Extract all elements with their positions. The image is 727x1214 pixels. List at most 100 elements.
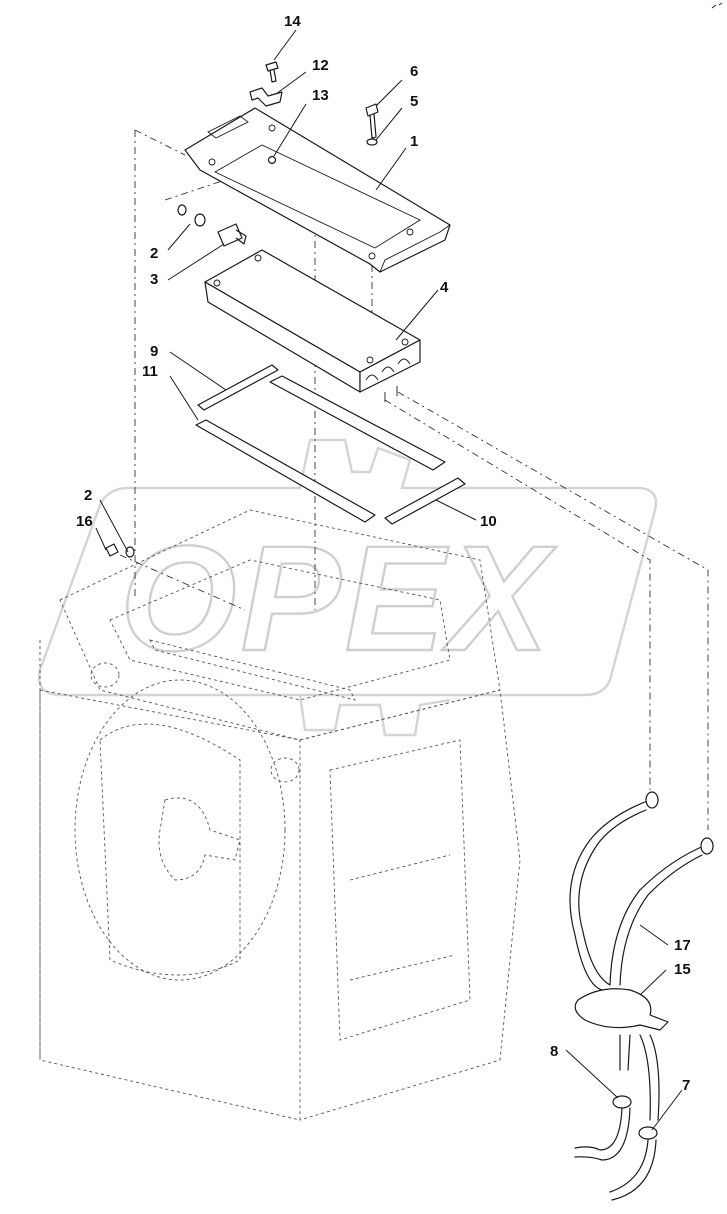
housing-bore [74,679,286,981]
cover-plate-tab-left [207,115,249,139]
callout-15: 15 [674,961,691,978]
fasteners [105,61,379,558]
harness-tail-left [574,1107,623,1151]
cover-plate-hole-c [406,228,414,236]
callout-14: 14 [284,13,301,30]
callout-6: 6 [410,63,418,80]
strip-10 [384,477,466,525]
housing-side-face [299,689,521,1121]
seal-strips [195,364,466,525]
control-box-connectors [365,358,411,381]
washer-2-bottom [125,546,135,558]
leader-11 [169,375,199,421]
cover-plate-window [214,144,421,249]
callout-17: 17 [674,937,691,954]
housing-top-inner [109,559,451,701]
callout-8: 8 [550,1043,558,1060]
callout-11: 11 [142,363,158,380]
harness-tail-left-2 [574,1107,631,1161]
watermark-gear-outline [38,438,658,697]
housing-slot [149,639,356,701]
leader-12 [275,71,307,95]
callout-leaders [95,29,683,1131]
leader-16 [95,527,107,551]
harness-wire-17a [569,799,651,991]
centerline-wire-b [397,391,709,830]
strip-9 [197,364,279,411]
harness-lower-right [639,1034,651,1121]
leader-9 [169,351,227,391]
grommet-7 [638,1126,658,1140]
leader-17 [639,924,669,946]
harness-wire-17b [609,844,707,986]
control-box-hole-d [401,338,409,346]
wiring-harness [569,791,714,1201]
housing-ghost [39,509,521,1121]
callout-3: 3 [150,271,158,288]
opex-watermark: OPEX [38,438,658,737]
callout-12: 12 [312,57,329,74]
housing-bore-ring [99,723,241,976]
centerline-screw-16 [119,554,246,611]
leader-6 [375,79,403,107]
cover-plate-hole-d [268,124,276,132]
callout-10: 10 [480,513,497,530]
centerline-wire-a [384,399,651,790]
callout-9: 9 [150,343,158,360]
centerline-cover-to-housing [134,129,186,156]
housing-boss-left [90,662,120,688]
control-box-hole-b [254,254,262,262]
washer-2-lower [194,213,206,227]
watermark-gear-bottom [298,694,451,737]
callout-13: 13 [312,87,329,104]
wire-end-fitting-a [645,791,659,809]
leader-8 [565,1049,619,1099]
cover-plate-outline [184,107,451,273]
leader-7 [651,1089,683,1131]
bolt-3 [217,223,247,247]
bolt-6 [365,103,379,139]
strip-11-upper [269,375,446,471]
leader-2a [167,223,191,251]
harness-lower-left-2 [627,1034,631,1071]
housing-front-face [39,689,301,1121]
housing-lower-box [329,739,471,1041]
harness-tail-right-2 [611,1139,657,1201]
washer-13 [267,155,277,165]
housing-rib [349,854,451,881]
screw-14 [265,61,279,83]
strip-11-lower [195,419,376,523]
clip-12 [249,87,283,107]
callout-16: 16 [76,513,93,530]
leader-14 [273,29,297,61]
callout-labels: 14 12 13 6 5 1 2 3 4 9 11 2 16 10 17 15 … [76,13,691,1094]
control-box-hole-c [366,356,374,364]
leader-15 [639,969,667,996]
callout-4: 4 [440,279,449,296]
callout-2-lower: 2 [84,487,92,504]
washer-5 [366,138,378,146]
washer-2-top [177,204,187,216]
harness-lower-right-2 [649,1034,660,1121]
control-box-hole-a [213,279,221,287]
harness-wire-17b-inner [619,854,703,986]
callout-1: 1 [410,133,418,150]
callout-2-upper: 2 [150,245,158,262]
leader-10 [435,499,477,521]
cover-plate-flange [379,224,451,273]
callout-5: 5 [410,93,418,110]
leader-2b [99,499,129,553]
housing-boss-mid [270,757,300,783]
housing-rib-2 [349,954,456,981]
cover-plate-hole-b [368,252,376,260]
nut-16 [105,543,119,557]
leader-5 [375,107,403,141]
leader-4 [395,289,439,341]
cover-plate [184,107,451,273]
callout-7: 7 [682,1077,690,1094]
control-box-side [359,339,421,393]
leader-3 [167,243,225,281]
clamp-15 [574,988,669,1031]
leader-1 [375,147,407,191]
